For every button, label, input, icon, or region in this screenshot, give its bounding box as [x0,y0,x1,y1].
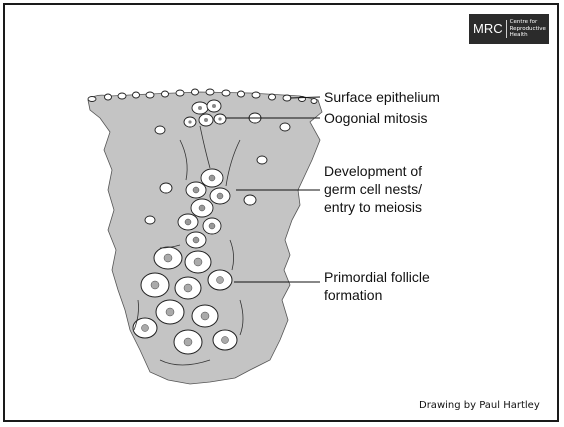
label-surface-epithelium: Surface epithelium [324,88,440,106]
drawing-credit: Drawing by Paul Hartley [419,400,540,411]
label-nests-line1: Development of [324,162,422,180]
label-germ-cell-nests: Development of germ cell nests/ entry to… [324,162,422,216]
label-primordial-line2: formation [324,286,430,304]
label-nests-line2: germ cell nests/ [324,180,422,198]
label-primordial-follicle: Primordial follicle formation [324,268,430,304]
label-nests-line3: entry to meiosis [324,198,422,216]
label-oogonial-mitosis: Oogonial mitosis [324,109,428,127]
label-primordial-line1: Primordial follicle [324,268,430,286]
